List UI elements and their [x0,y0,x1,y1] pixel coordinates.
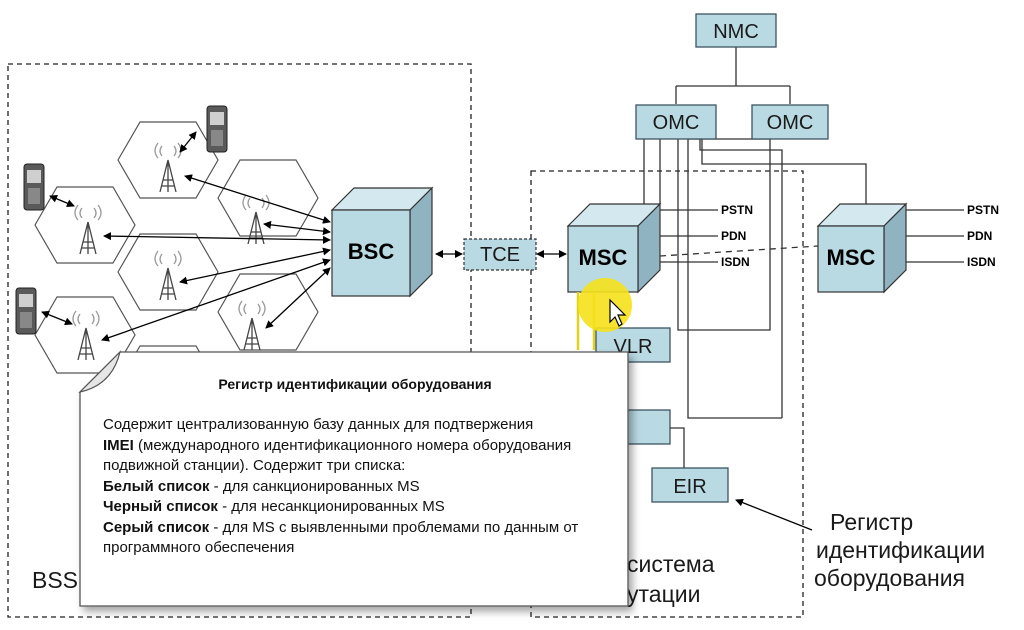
bss-region-border [7,63,472,618]
tower-icon [74,204,102,255]
tce-label: TCE [480,244,520,266]
popup-white-term: Белый список [103,477,210,495]
eir-box[interactable]: EIR [651,467,729,503]
switch-region-label-1: система [627,551,715,577]
isdn-label-left: ISDN [721,255,750,269]
nmc-label: NMC [713,21,759,43]
popup-grey-desc: - для MS с выявленными проблемами по дан… [103,518,579,557]
omc-right-label: OMC [767,112,814,134]
popup-white-desc: - для санкционированных MS [209,477,420,495]
msc-right-interfaces [906,209,964,263]
popup-imei-term: IMEI [103,436,134,454]
annotation-arrow [735,498,813,531]
popup-black-desc: - для несанкционированных MS [217,498,445,515]
pstn-label-left: PSTN [721,203,753,217]
eir-link [670,427,685,468]
popup-grey-term: Серый список [103,518,210,536]
popup-imei-desc: (международного идентификационного номер… [103,436,572,475]
mobile-stations [15,105,228,335]
switch-region-label-2: утации [627,581,700,607]
omc-right-box[interactable]: OMC [751,104,829,140]
popup-body: Содержит централизованную базу данных дл… [103,415,613,559]
omc-left-box[interactable]: OMC [635,104,717,140]
phone-icon [15,287,37,335]
pdn-label-right: PDN [967,229,992,243]
tower-icon [72,310,100,361]
popup-black-term: Черный список [103,498,218,515]
isdn-label-right: ISDN [967,255,996,269]
bsc-cube[interactable]: BSC [330,186,434,298]
hex-cell [217,273,319,351]
switching-region-border [530,170,804,618]
annotation-line2: идентификации [816,537,985,563]
tce-box[interactable]: TCE [463,238,537,271]
bsc-label: BSC [348,239,395,264]
msc-left-label: MSC [579,245,628,270]
msc-left-cube[interactable]: MSC [566,202,662,294]
management-links [643,47,867,419]
phone-icon [23,163,45,211]
tower-icon [242,194,270,245]
vlr-box[interactable]: VLR [595,327,671,363]
tower-icon [238,300,266,351]
eir-label: EIR [673,476,706,498]
tower-icon [154,250,182,301]
pdn-label-left: PDN [721,229,746,243]
hex-cell [117,121,219,199]
msc-right-label: MSC [827,245,876,270]
msc-right-cube[interactable]: MSC [816,202,908,294]
cursor-highlight [578,278,632,332]
omc-left-label: OMC [653,112,700,134]
tower-icon [154,142,182,193]
phone-icon [206,105,228,153]
base-stations [72,142,270,361]
bss-region-label: BSS [32,567,78,593]
annotation-line1: Регистр [830,509,913,535]
msc-left-interfaces [660,209,718,263]
info-popup-shape [78,350,629,607]
pstn-label-right: PSTN [967,203,999,217]
cursor-arrow-icon [609,298,627,327]
popup-title: Регистр идентификации оборудования [218,376,492,392]
popup-intro: Содержит централизованную базу данных дл… [103,416,534,433]
nmc-box[interactable]: NMC [695,13,777,48]
hex-cell [34,186,136,264]
radio-links [41,131,567,342]
annotation-line3: оборудования [814,565,965,591]
